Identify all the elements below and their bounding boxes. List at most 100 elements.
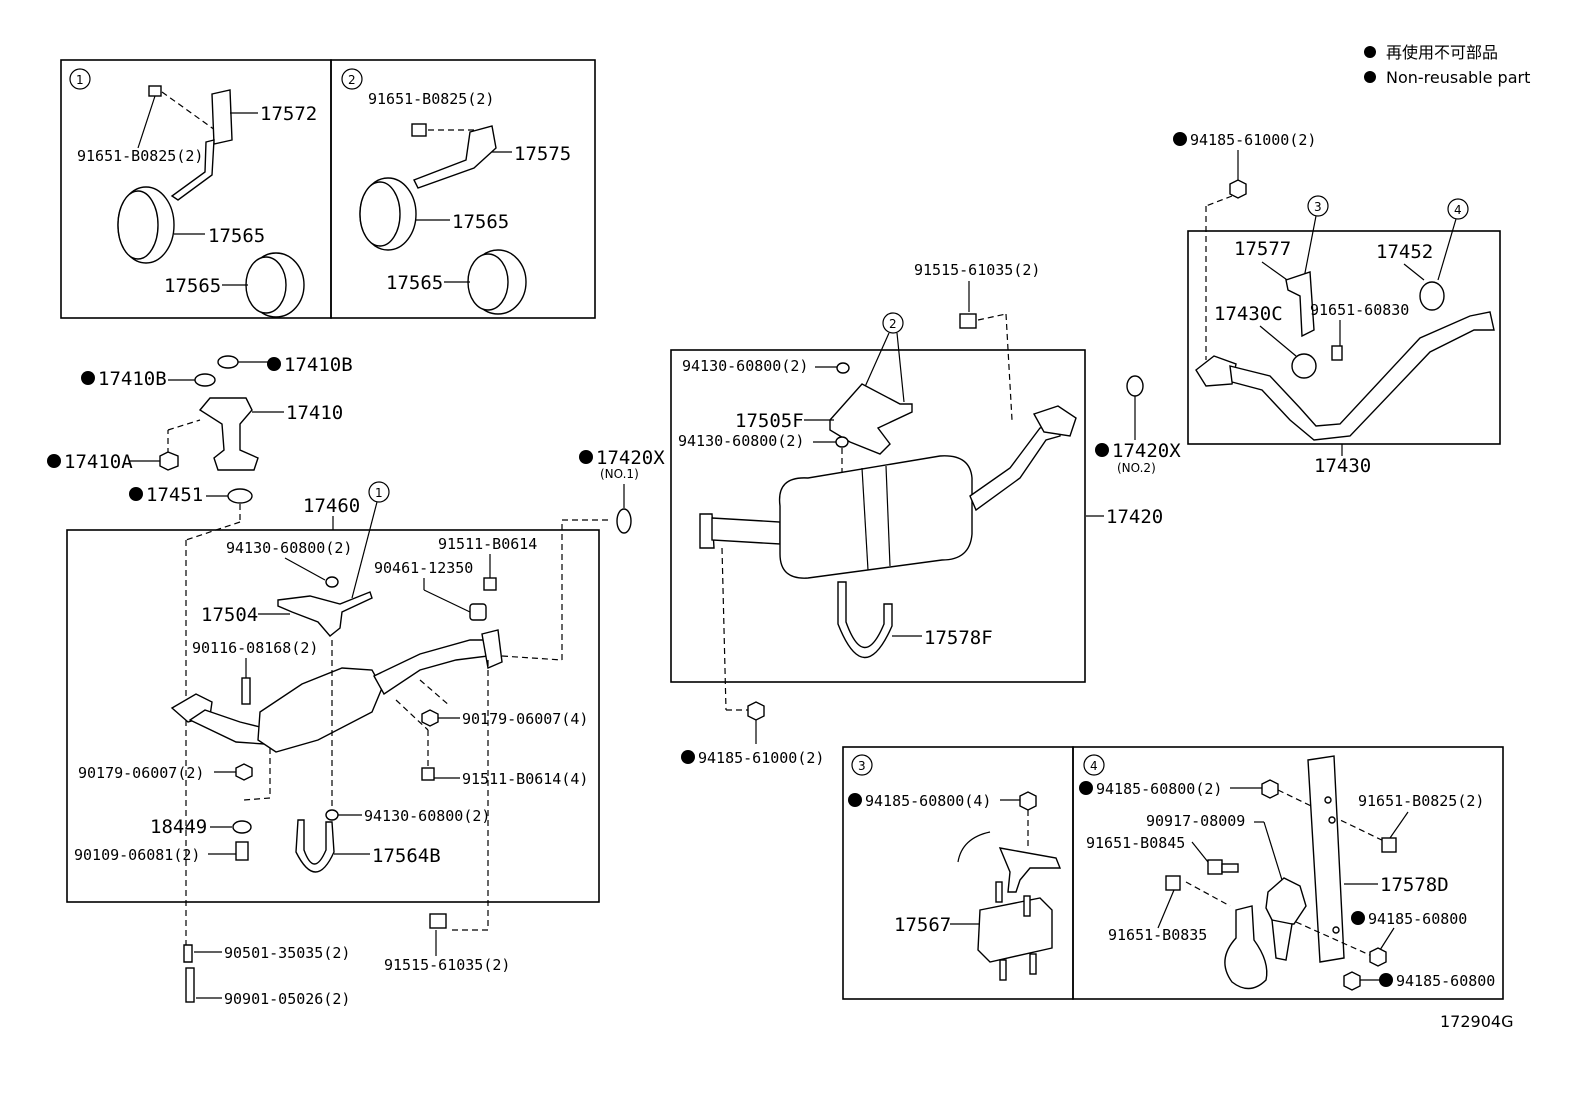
mount-17567 bbox=[977, 897, 1053, 963]
label-17575: 17575 bbox=[514, 143, 571, 165]
label-17452: 17452 bbox=[1376, 241, 1433, 263]
nut-icon bbox=[421, 709, 439, 727]
label-94185-60800-4: 94185-60800(4) bbox=[865, 792, 991, 810]
label-91511-B0614-4: 91511-B0614(4) bbox=[462, 770, 588, 788]
label-17451: 17451 bbox=[146, 484, 203, 506]
label-90179-06007-4: 90179-06007(4) bbox=[462, 710, 588, 728]
bracket-17575 bbox=[413, 125, 497, 189]
label-91651-60830: 91651-60830 bbox=[1310, 301, 1409, 319]
label-17564B: 17564B bbox=[372, 845, 441, 867]
label-17504: 17504 bbox=[201, 604, 258, 626]
catalytic-converter bbox=[257, 667, 383, 753]
bolt-icon bbox=[483, 577, 497, 591]
label-17565-a: 17565 bbox=[208, 225, 265, 247]
tail-pipe-group: 91515-61035(2) 2 94130-60800(2) 17505F 9… bbox=[678, 261, 1163, 767]
label-90461-12350: 90461-12350 bbox=[374, 559, 473, 577]
label-94185-60800-2: 94185-60800(2) bbox=[1096, 780, 1222, 798]
callout-1: 1 bbox=[76, 73, 84, 87]
bolt-icon bbox=[959, 313, 977, 329]
nut-icon bbox=[159, 451, 179, 471]
label-91651-B0845: 91651-B0845 bbox=[1086, 834, 1185, 852]
bolt-icon bbox=[411, 123, 427, 137]
gasket-17420X-no1: 17420X (NO.1) bbox=[579, 447, 665, 534]
flange-inlet bbox=[699, 513, 715, 549]
bracket-17572 bbox=[211, 89, 233, 145]
exhaust-pipe-group: 94185-61000(2) 3 4 17577 17452 17430C 91… bbox=[1173, 131, 1495, 477]
callout-3-ref: 3 bbox=[1314, 200, 1322, 214]
label-18449: 18449 bbox=[150, 816, 207, 838]
label-17430C: 17430C bbox=[1214, 303, 1283, 325]
nut-icon bbox=[747, 701, 765, 721]
bolt-icon bbox=[235, 841, 249, 861]
label-94185-60800-a: 94185-60800 bbox=[1368, 910, 1467, 928]
label-91651-B0825-c: 91651-B0825(2) bbox=[1358, 792, 1484, 810]
tail-pipe-box bbox=[670, 349, 1086, 683]
detail-3-group: 3 94185-60800(4) 17567 bbox=[848, 754, 1062, 981]
callout-2-ref: 2 bbox=[889, 317, 897, 331]
flange-outlet bbox=[1032, 405, 1077, 437]
detail-box-2 bbox=[330, 59, 596, 319]
bracket-17504 bbox=[277, 591, 373, 637]
nut-icon bbox=[1019, 791, 1037, 811]
label-17410A: 17410A bbox=[64, 451, 133, 473]
nut-icon bbox=[1343, 971, 1361, 991]
label-17578F: 17578F bbox=[924, 627, 993, 649]
gasket-18449 bbox=[232, 820, 252, 834]
label-no2: (NO.2) bbox=[1117, 461, 1156, 475]
label-91511-B0614: 91511-B0614 bbox=[438, 535, 537, 553]
label-17420: 17420 bbox=[1106, 506, 1163, 528]
label-90179-06007-2: 90179-06007(2) bbox=[78, 764, 204, 782]
nut-icon bbox=[1229, 179, 1247, 199]
bolt-icon bbox=[1381, 837, 1397, 853]
label-17565-d: 17565 bbox=[386, 272, 443, 294]
bolt-icon bbox=[1165, 875, 1181, 891]
bolt-icon bbox=[185, 967, 195, 1003]
label-17420X-1: 17420X bbox=[596, 447, 665, 469]
callout-1-ref: 1 bbox=[375, 486, 383, 500]
exhaust-pipe-box bbox=[1187, 230, 1501, 445]
label-94130-60800-b: 94130-60800(2) bbox=[364, 807, 490, 825]
u-bolt-17578F bbox=[837, 581, 893, 659]
label-91515-61035-b: 91515-61035(2) bbox=[914, 261, 1040, 279]
u-bolt-17564B bbox=[295, 819, 335, 873]
label-90901-05026: 90901-05026(2) bbox=[224, 990, 350, 1008]
insulator-90917 bbox=[1265, 877, 1307, 925]
nut-icon bbox=[1261, 779, 1279, 799]
bolt-icon bbox=[1331, 345, 1343, 361]
legend-japanese: 再使用不可部品 bbox=[1386, 43, 1498, 62]
label-17565-b: 17565 bbox=[164, 275, 221, 297]
label-91515-61035-a: 91515-61035(2) bbox=[384, 956, 510, 974]
label-90109-06081: 90109-06081(2) bbox=[74, 846, 200, 864]
detail-4-group: 4 94185-60800(2) 90917-08009 91651-B0845… bbox=[1079, 754, 1495, 991]
bolt-icon bbox=[148, 85, 162, 97]
callout-2: 2 bbox=[348, 73, 356, 87]
manifold-group: 17410B 17410B 17410 17410A 17451 bbox=[47, 354, 353, 945]
label-17420X-2: 17420X bbox=[1112, 440, 1181, 462]
bolt-icon bbox=[429, 913, 447, 929]
bracket-17577 bbox=[1285, 271, 1315, 338]
bolt-icon bbox=[421, 767, 435, 781]
front-pipe-group: 17460 1 94130-60800(2) 91511-B0614 90461… bbox=[74, 481, 612, 931]
detail-box-4 bbox=[1072, 746, 1504, 1000]
label-94130-60800-d: 94130-60800(2) bbox=[678, 432, 804, 450]
detail-1-group: 1 17572 91651-B0825(2) 17565 17565 bbox=[69, 68, 317, 318]
label-17410: 17410 bbox=[286, 402, 343, 424]
label-91651-B0825-b: 91651-B0825(2) bbox=[368, 90, 494, 108]
label-94185-60800-b: 94185-60800 bbox=[1396, 972, 1495, 990]
label-94185-61000-a: 94185-61000(2) bbox=[698, 749, 824, 767]
legend: 再使用不可部品 Non-reusable part bbox=[1364, 43, 1530, 87]
label-94185-61000-b: 94185-61000(2) bbox=[1190, 131, 1316, 149]
lower-fasteners-group: 90501-35035(2) 90901-05026(2) 91515-6103… bbox=[183, 913, 510, 1008]
label-17567: 17567 bbox=[894, 914, 951, 936]
insulator-17430C bbox=[1291, 353, 1317, 379]
damper-90461 bbox=[469, 603, 487, 621]
nut-icon bbox=[235, 763, 253, 781]
label-90917-08009: 90917-08009 bbox=[1146, 812, 1245, 830]
muffler bbox=[778, 455, 973, 579]
figure-id: 172904G bbox=[1440, 1012, 1513, 1031]
callout-3: 3 bbox=[858, 759, 866, 773]
label-90116-08168: 90116-08168(2) bbox=[192, 639, 318, 657]
label-17460: 17460 bbox=[303, 495, 360, 517]
nut-icon bbox=[1369, 947, 1387, 967]
